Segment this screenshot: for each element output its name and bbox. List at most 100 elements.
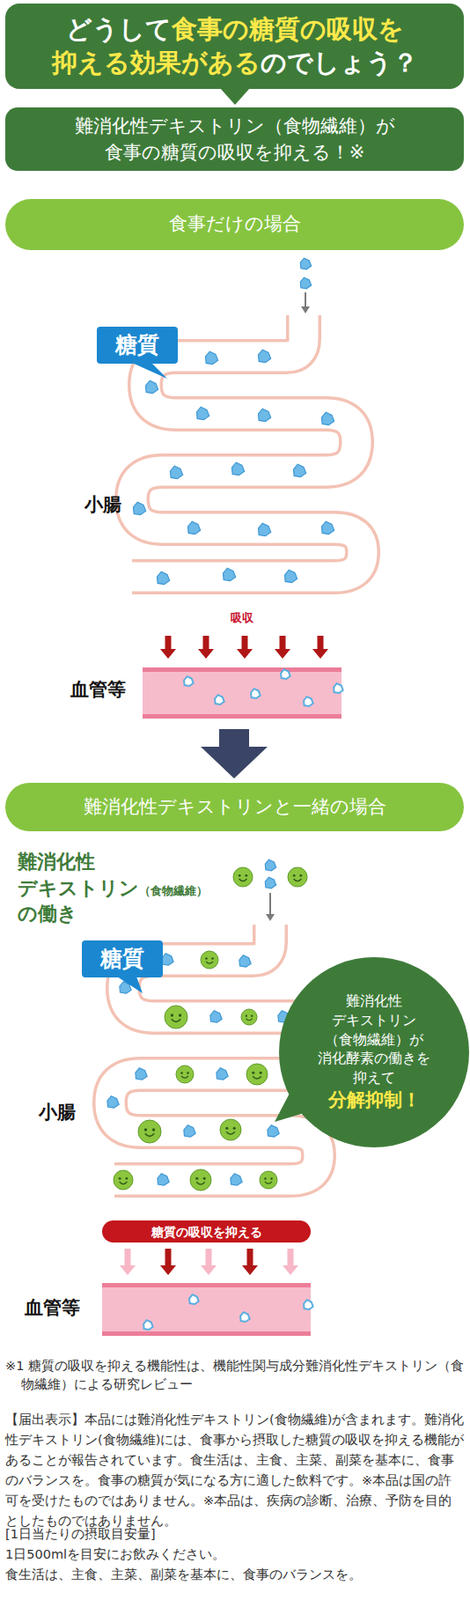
sugar-particle xyxy=(183,675,194,686)
banner-pointer xyxy=(220,88,250,105)
sugar-particle xyxy=(161,953,174,966)
dextrin-eye xyxy=(233,1126,236,1130)
dextrin-eye xyxy=(211,956,214,960)
dextrin-mouth xyxy=(264,1181,272,1183)
effect-bar: 糖質の吸収を抑える xyxy=(102,1219,311,1242)
dextrin-eye xyxy=(244,873,248,877)
part-name: 血管等 xyxy=(70,677,126,702)
dextrin-eye xyxy=(299,873,302,877)
text-run: の働き xyxy=(17,902,78,925)
sugar-particle xyxy=(264,859,276,871)
text-run: どうして xyxy=(66,14,172,45)
callout-pointer xyxy=(117,976,143,993)
notice-text: 【届出表示】本品には難消化性デキストリン(食物繊維)が含まれます。難消化性デキス… xyxy=(5,1409,465,1531)
node-text: 難消化性デキストリン（食物繊維）が 食事の糖質の吸収を抑える！※ xyxy=(12,112,457,167)
sugar-particle xyxy=(239,954,251,968)
absorb-arrow xyxy=(242,1248,258,1275)
vessel-wall xyxy=(142,713,342,719)
sugar-particle xyxy=(216,1067,228,1080)
dextrin-mouth xyxy=(293,878,302,882)
note-text: 1日500mlを目安にお飲みください。 xyxy=(5,1543,465,1565)
dextrin-mouth xyxy=(145,1132,155,1136)
vessel-wall xyxy=(142,667,342,672)
section-heading: 難消化性 デキストリン（食物繊維） の働き xyxy=(17,848,212,927)
circle-fill xyxy=(279,956,470,1147)
dextrin-eye xyxy=(245,1013,248,1016)
node-text: 糖質 xyxy=(115,330,160,360)
dextrin-particle xyxy=(287,866,308,887)
dextrin-particle xyxy=(246,1063,268,1085)
dextrin-mouth xyxy=(119,1181,128,1184)
sugar-particle xyxy=(293,463,307,477)
dextrin-body xyxy=(220,1118,242,1140)
dextrin-eye xyxy=(152,1127,155,1131)
sugar-particle xyxy=(267,1124,280,1138)
sugar-particle xyxy=(157,571,170,584)
sugar-particle xyxy=(303,696,314,706)
absorb-arrow xyxy=(282,1248,299,1275)
title-text: どうして食事の糖質の吸収を抑える効果があるのでしょう？ xyxy=(51,13,419,80)
text-run: 食事の糖質の吸収を xyxy=(171,14,404,45)
dextrin-particle xyxy=(259,1170,278,1189)
sugar-particle xyxy=(143,1319,154,1330)
sugar-particle xyxy=(170,465,184,478)
absorb-arrow xyxy=(312,635,329,659)
dextrin-body xyxy=(241,1008,258,1025)
sugar-particle xyxy=(250,688,261,698)
transition-arrow xyxy=(200,728,268,779)
sugar-particle xyxy=(322,521,335,534)
section-band: 難消化性デキストリンと一緒の場合 xyxy=(5,782,464,831)
callout-box: 糖質 xyxy=(96,326,178,364)
dextrin-particle xyxy=(200,950,219,969)
dextrin-eye xyxy=(270,1176,273,1180)
text-run: 抑える効果がある xyxy=(51,47,261,78)
section-band: 食事だけの場合 xyxy=(5,198,464,250)
absorb-arrow xyxy=(274,635,291,659)
dextrin-mouth xyxy=(226,1130,235,1134)
dextrin-particle xyxy=(113,1169,133,1190)
speech-circle: 難消化性 デキストリン （食物繊維）が 消化酵素の働きを 抑えて分解抑制！ xyxy=(279,956,470,1147)
sugar-particle xyxy=(230,1173,243,1186)
dextrin-eye xyxy=(251,1071,255,1074)
vessel-wall xyxy=(102,1330,311,1336)
sugar-particle xyxy=(322,411,335,425)
dextrin-body xyxy=(246,1063,268,1085)
sugar-particle xyxy=(107,1095,119,1109)
sugar-particle xyxy=(157,1173,169,1186)
dextrin-particle xyxy=(138,1119,162,1143)
dextrin-eye xyxy=(178,1013,182,1016)
node-text: 難消化性 デキストリン （食物繊維）が 消化酵素の働きを 抑えて xyxy=(310,991,439,1087)
sugar-particle xyxy=(210,1010,222,1023)
note-text: 食生活は、主食、主菜、副菜を基本に、食事のバランスを。 xyxy=(5,1564,465,1585)
node-text: 分解抑制！ xyxy=(328,1087,421,1112)
sugar-particle xyxy=(183,1124,196,1138)
sugar-particle xyxy=(258,349,272,362)
dextrin-eye xyxy=(225,1126,228,1130)
dextrin-body xyxy=(233,866,253,887)
flow-arrow xyxy=(269,892,272,916)
dextrin-eye xyxy=(259,1071,263,1074)
dextrin-eye xyxy=(170,1013,174,1016)
dextrin-mouth xyxy=(171,1018,181,1021)
dextrin-eye xyxy=(205,956,208,960)
dextrin-mouth xyxy=(239,878,248,882)
dextrin-body xyxy=(190,1168,212,1190)
text-run: 難消化性 デキストリン xyxy=(17,850,140,899)
sugar-particle xyxy=(240,1311,250,1322)
part-name: 小腸 xyxy=(84,492,122,517)
dextrin-particle xyxy=(164,1005,188,1029)
sugar-particle xyxy=(188,521,201,534)
sugar-particle xyxy=(258,408,272,421)
dextrin-eye xyxy=(293,873,296,877)
absorb-arrow xyxy=(200,1248,217,1275)
sugar-particle xyxy=(303,1299,314,1309)
blood-vessel xyxy=(142,667,342,719)
dextrin-body xyxy=(164,1005,188,1029)
absorb-arrow xyxy=(160,635,177,659)
vessel-wall xyxy=(102,1282,311,1287)
node-text: 糖質の吸収を抑える xyxy=(151,1225,263,1238)
dextrin-body xyxy=(287,866,308,887)
dextrin-eye xyxy=(186,1071,190,1074)
dextrin-eye xyxy=(195,1176,199,1180)
